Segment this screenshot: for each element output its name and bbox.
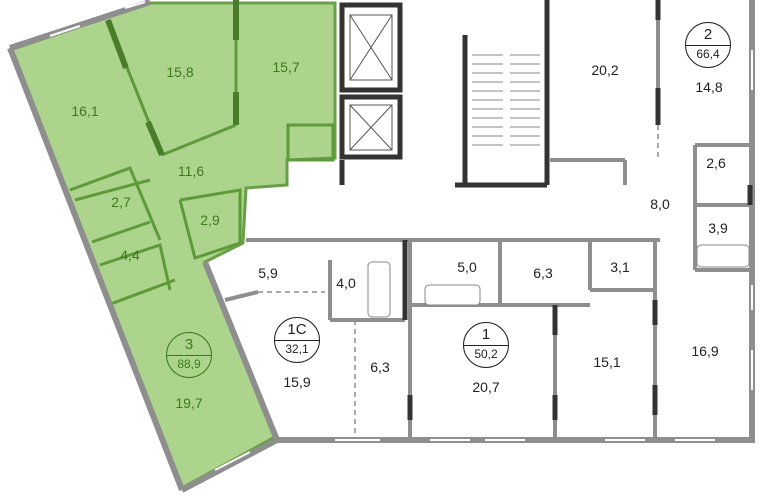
room-area: 4,4: [120, 247, 140, 263]
badge-divider: [275, 340, 319, 341]
apartment-number: 1: [481, 326, 491, 343]
room-area: 8,0: [650, 196, 670, 212]
room-area: 3,9: [708, 220, 728, 236]
apartment-area: 66,4: [696, 47, 720, 61]
apartment-3-heavy-walls: [105, 0, 239, 157]
staircase-icon: [472, 54, 540, 146]
room-area: 20,2: [591, 62, 619, 78]
dashed-partitions: [258, 125, 659, 438]
apartment-badge-1c[interactable]: 1С 32,1: [274, 317, 320, 363]
room-area: 15,9: [283, 374, 311, 390]
room-area: 5,9: [258, 265, 278, 281]
room-area: 4,0: [336, 275, 356, 291]
windows: [49, 1, 753, 471]
apartment-3-area[interactable]: [8, 1, 337, 491]
room-area: 2,7: [111, 194, 131, 210]
apartment-badge-3[interactable]: 3 88,9: [166, 332, 212, 378]
windows-dark-segments: [407, 0, 753, 420]
room-area: 5,0: [457, 259, 477, 275]
room-area: 15,8: [166, 64, 194, 80]
apartment-badge-1[interactable]: 1 50,2: [463, 322, 509, 368]
badge-divider: [167, 355, 211, 356]
room-area: 15,7: [272, 59, 300, 75]
building-core: [339, 0, 550, 320]
apartment-number: 1С: [287, 321, 307, 338]
apartment-badge-2[interactable]: 2 66,4: [685, 22, 731, 68]
apartment-number: 3: [184, 336, 194, 353]
apartment-number: 2: [703, 26, 713, 43]
room-area: 14,8: [695, 79, 723, 95]
room-area: 6,3: [533, 265, 553, 281]
badge-divider: [686, 45, 730, 46]
room-area: 16,9: [691, 343, 719, 359]
bathtubs: [367, 244, 750, 318]
elevator-icons: [349, 14, 393, 151]
room-area: 11,6: [177, 163, 205, 179]
apartment-area: 50,2: [474, 347, 498, 361]
badge-divider: [464, 345, 508, 346]
room-area: 19,7: [175, 395, 203, 411]
room-area: 2,9: [200, 212, 220, 228]
room-area: 2,6: [706, 155, 726, 171]
apartment-area: 88,9: [177, 357, 201, 371]
room-area: 6,3: [370, 359, 390, 375]
room-area: 15,1: [593, 354, 621, 370]
room-area: 3,1: [610, 259, 630, 275]
room-area: 20,7: [472, 379, 500, 395]
room-area: 16,1: [71, 103, 99, 119]
apartment-area: 32,1: [285, 342, 309, 356]
